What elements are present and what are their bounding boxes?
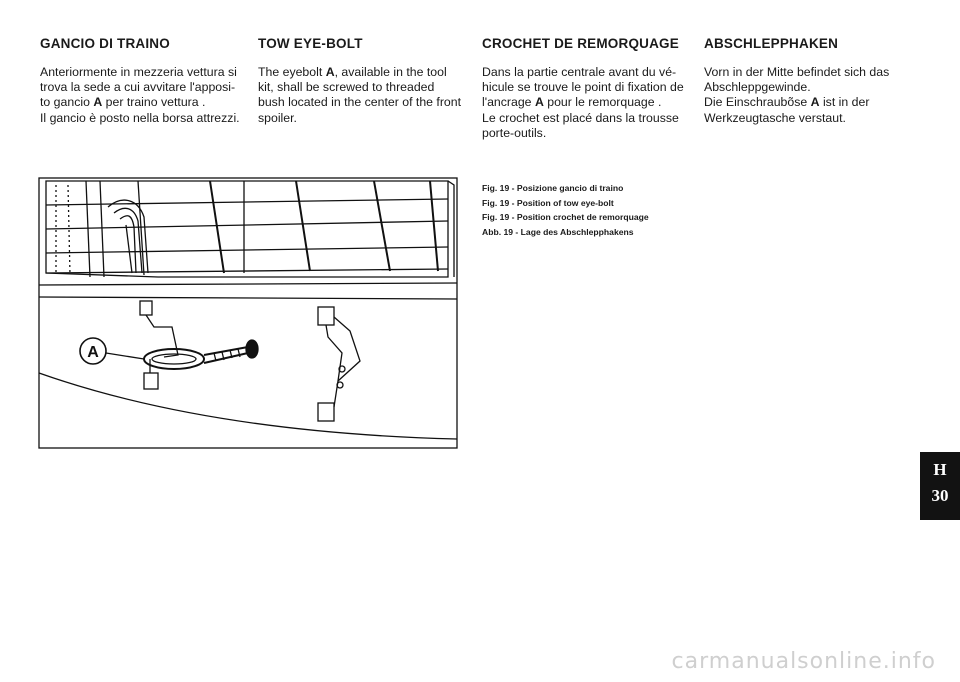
caption-german: Abb. 19 - Lage des Abschlepphakens: [482, 226, 634, 237]
heading-french: CROCHET DE REMORQUAGE: [482, 36, 679, 51]
left-bracket: [139, 300, 179, 390]
body-german: Vorn in der Mitte befindet sich das Absc…: [704, 65, 890, 125]
figure-frame: [38, 177, 458, 449]
page-section-tab: H 30: [920, 452, 960, 520]
illustration-drawing: A: [38, 177, 458, 449]
heading-german: ABSCHLEPPHAKEN: [704, 36, 839, 51]
body-french: Dans la partie centrale avant du vé- hic…: [482, 65, 684, 140]
caption-italian: Fig. 19 - Posizione gancio di traino: [482, 183, 624, 193]
front-grille: [45, 180, 455, 278]
tow-eye-bolt-illustration: A: [38, 177, 458, 449]
front-bumper: [38, 282, 458, 440]
heading-english: TOW EYE-BOLT: [258, 36, 363, 51]
caption-english: Fig. 19 - Position of tow eye-bolt: [482, 197, 614, 208]
caption-french: Fig. 19 - Position crochet de remorquage: [482, 212, 649, 222]
column-italian: GANCIO DI TRAINO Anteriormente in mezzer…: [40, 36, 246, 126]
body-italian: Anteriormente in mezzeria vettura si tro…: [40, 65, 240, 125]
watermark: carmanualsonline.info: [671, 649, 936, 674]
heading-italian: GANCIO DI TRAINO: [40, 36, 170, 51]
right-bracket: [317, 306, 361, 422]
section-letter: H: [933, 460, 947, 479]
column-english: TOW EYE-BOLT The eyebolt A, available in…: [258, 36, 464, 126]
column-french: CROCHET DE REMORQUAGE Dans la partie cen…: [482, 36, 694, 141]
column-german: ABSCHLEPPHAKEN Vorn in der Mitte befinde…: [704, 36, 916, 126]
callout-a: [79, 337, 145, 365]
figure-captions: Fig. 19 - Posizione gancio di traino Fig…: [482, 181, 742, 239]
callout-label: A: [87, 344, 99, 361]
body-english: The eyebolt A, available in the tool kit…: [258, 65, 462, 125]
page-number: 30: [931, 486, 949, 505]
eye-bolt: [143, 339, 259, 370]
